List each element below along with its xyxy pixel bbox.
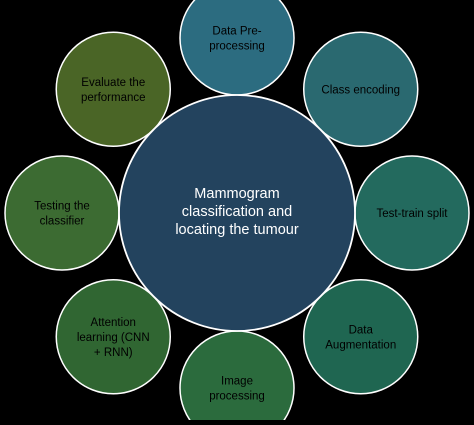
- cycle-node-circle: [302, 278, 419, 395]
- cycle-node-6-label-line-1: Attention: [91, 317, 136, 329]
- cycle-node-8-label-line-2: performance: [81, 92, 146, 104]
- center-title-line-1: Mammogram: [194, 186, 279, 202]
- cycle-node-circle: [55, 278, 172, 395]
- cycle-node-7-label-line-1: Testing the: [34, 201, 90, 213]
- center-title-line-3: locating the tumour: [175, 222, 298, 238]
- cycle-node-7-label-line-2: classifier: [40, 216, 85, 228]
- cycle-node-8-label-line-1: Evaluate the: [81, 77, 145, 89]
- cycle-node-1-label-line-1: Data Pre-: [212, 26, 261, 38]
- cycle-node-3-label-line-1: Test-train split: [377, 208, 449, 220]
- cycle-node-5: Image processing: [179, 330, 295, 425]
- cycle-node-6-label-line-2: learning (CNN: [77, 332, 150, 344]
- cycle-node-5-label-line-2: processing: [209, 391, 265, 403]
- cycle-node-circle: [302, 31, 419, 148]
- cycle-node-circle: [55, 31, 172, 148]
- center-node: Mammogram classification and locating the …: [118, 94, 356, 332]
- cycle-node-7: Testing the classifier: [4, 155, 120, 271]
- cycle-node-2-label-line-1: Class encoding: [321, 84, 400, 96]
- cycle-node-5-label-line-1: Image: [221, 376, 253, 388]
- cycle-node-2: Class encoding: [302, 31, 419, 148]
- cycle-node-6-label-line-3: + RNN): [94, 347, 133, 359]
- cycle-node-6: Attention learning (CNN + RNN): [55, 278, 172, 395]
- cycle-node-1-label-line-2: processing: [209, 41, 265, 53]
- cycle-node-4-label-line-1: Data: [349, 324, 374, 336]
- cycle-node-3: Test-train split: [354, 155, 470, 271]
- cycle-node-8: Evaluate the performance: [55, 31, 172, 148]
- center-title-line-2: classification and: [182, 204, 292, 220]
- cycle-node-circle: [4, 155, 120, 271]
- cycle-node-4-label-line-2: Augmentation: [325, 339, 396, 351]
- center-circle: [118, 94, 356, 332]
- cycle-node-1: Data Pre-processing: [179, 0, 295, 96]
